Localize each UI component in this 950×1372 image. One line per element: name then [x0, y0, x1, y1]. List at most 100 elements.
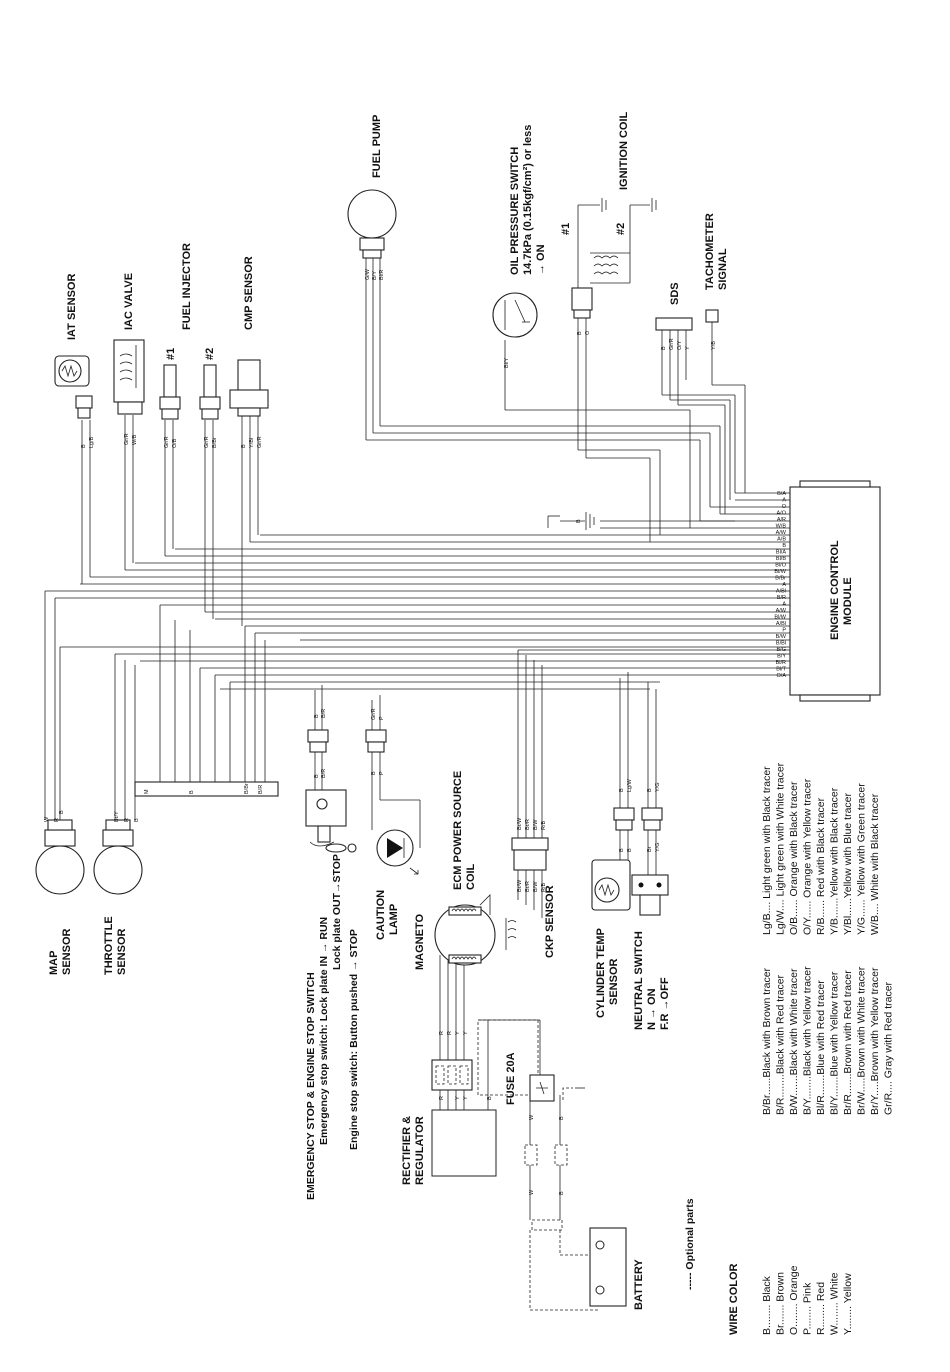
legend-tracer-item: W/B.... White with Black tracer: [869, 793, 881, 935]
coil-1-label: #1: [560, 223, 572, 235]
iat-sensor-label: IAT SENSOR: [66, 274, 78, 340]
svg-text:W: W: [44, 816, 50, 822]
legend-tracer-item: Bl/Y.......Blue with Yellow tracer: [829, 971, 841, 1115]
svg-text:W: W: [529, 1189, 535, 1195]
iac-valve-label: IAC VALVE: [123, 273, 135, 330]
svg-text:Y/Bl: Y/Bl: [249, 438, 255, 448]
svg-text:R: R: [54, 818, 60, 822]
legend-tracer-item: B/Br......Black with Brown tracer: [761, 967, 773, 1115]
ecm-label-1: ENGINE CONTROL: [829, 540, 841, 640]
stop-switch-label-4: Engine stop switch: Button pushed → STOP: [348, 929, 360, 1150]
svg-text:B: B: [577, 331, 583, 335]
ecm-pin-label: A/R: [777, 517, 786, 523]
legend-tracer-item: Lg/W.... Light green with White tracer: [775, 762, 787, 935]
caution-lamp-symbol: [365, 729, 419, 875]
svg-text:B: B: [487, 1096, 493, 1100]
svg-text:M: M: [144, 789, 150, 794]
ecm-coil-label-2: COIL: [465, 863, 477, 890]
stop-switch-label-2: Emergency stop switch: Lock plate IN → R…: [318, 917, 330, 1145]
caution-lamp-label-1: CAUTION: [375, 890, 387, 940]
svg-text:B: B: [81, 444, 87, 448]
svg-text:B: B: [559, 1191, 565, 1195]
ecm-pin-label: A: [782, 602, 786, 608]
injector-2-symbol: [199, 364, 221, 420]
svg-text:W/B: W/B: [132, 434, 138, 445]
svg-text:B: B: [647, 788, 653, 792]
neutral-switch-label-3: F.R →OFF: [659, 977, 671, 1030]
coil-2-label: #2: [615, 223, 627, 235]
ecm-pin-label: A/W: [776, 608, 787, 614]
fuse-symbol: [477, 1019, 585, 1166]
ecm-pin-label: O: [782, 504, 787, 510]
svg-text:B: B: [576, 519, 582, 523]
stop-switch-label-1: EMERGENCY STOP & ENGINE STOP SWITCH: [305, 972, 317, 1200]
injector-1-label: #1: [165, 348, 177, 360]
cylinder-temp-label-2: SENSOR: [608, 958, 620, 1005]
rectifier-symbol: [431, 1059, 497, 1177]
svg-text:Y/G: Y/G: [655, 783, 661, 792]
svg-text:P: P: [379, 716, 385, 720]
ckp-sensor-label: CKP SENSOR: [544, 885, 556, 958]
svg-text:Bl/R: Bl/R: [379, 270, 385, 280]
svg-text:Y: Y: [463, 1096, 469, 1100]
ecm-pin-label: Bl/R: [776, 660, 786, 666]
ecm-coil-connector: [511, 837, 549, 851]
rectifier-label-1: RECTIFIER &: [401, 1116, 413, 1185]
ecm-pin-label: B/W: [776, 634, 787, 640]
ecm-pin-label: B/Y: [777, 654, 786, 660]
battery-symbol: [529, 1219, 627, 1311]
svg-text:Y: Y: [685, 346, 691, 350]
ecm-pin-label: Bl/T: [776, 667, 786, 673]
svg-text:O: O: [585, 330, 591, 335]
ecm-pin-label: B: [782, 543, 786, 549]
oil-switch-label-2: 14.7kPa (0.15kgf/cm²) or less: [522, 125, 534, 275]
ecm-pin-label: Bl/A: [776, 550, 786, 556]
ecm-pin-label: O/A: [777, 673, 787, 679]
svg-text:Lg/B: Lg/B: [89, 436, 95, 448]
legend-basic-item: O........ Orange: [788, 1265, 800, 1335]
svg-text:Gr/R: Gr/R: [371, 708, 377, 720]
component-shapes: [35, 189, 881, 1311]
rectifier-label-2: REGULATOR: [414, 1116, 426, 1185]
tachometer-label-1: TACHOMETER: [704, 213, 716, 290]
magneto-label: MAGNETO: [414, 914, 426, 970]
throttle-sensor-label-2: SENSOR: [116, 928, 128, 975]
ecm-label-2: MODULE: [842, 577, 854, 625]
svg-text:B: B: [314, 714, 320, 718]
svg-text:Br: Br: [647, 846, 653, 852]
ecm-pin-label: Bl/W: [774, 615, 786, 621]
stop-switch-label-3: Lock plate OUT→STOP: [331, 854, 343, 970]
ecm-pin-label: P: [782, 628, 786, 634]
legend-tracer-item: Y/G...... Yellow with Green tracer: [856, 783, 868, 935]
ecm-pin-label: Bl/B: [776, 556, 786, 562]
svg-text:B: B: [59, 810, 65, 814]
svg-text:Gr/R: Gr/R: [124, 433, 130, 445]
legend-basic-item: R........ Red: [815, 1282, 827, 1335]
legend-tracer-item: B/W.......Black with White tracer: [788, 968, 800, 1115]
tach-connector-symbol: [705, 309, 719, 323]
legend-title: WIRE COLOR: [728, 1263, 740, 1335]
legend-basic-item: Y........ Yellow: [842, 1273, 854, 1335]
svg-text:B: B: [559, 1116, 565, 1120]
svg-text:B/W: B/W: [533, 819, 539, 830]
svg-text:Lg/W: Lg/W: [627, 778, 633, 792]
iac-valve-symbol: [113, 339, 145, 415]
fuel-injector-label: FUEL INJECTOR: [181, 243, 193, 330]
ecm-pin-label: B/G: [777, 647, 786, 653]
sds-label: SDS: [669, 282, 681, 305]
ecm-pin-label: A/Bl: [776, 589, 786, 595]
svg-text:B: B: [189, 790, 195, 794]
injector-2-label: #2: [204, 348, 216, 360]
svg-text:Y: Y: [455, 1031, 461, 1035]
svg-text:B: B: [619, 788, 625, 792]
svg-text:Br/W: Br/W: [517, 879, 523, 892]
svg-text:B/R: B/R: [321, 769, 327, 778]
svg-text:Y: Y: [463, 1031, 469, 1035]
legend-tracer-item: Br/Y.....Brown with Yellow tracer: [869, 967, 881, 1115]
map-sensor-symbol: [35, 819, 85, 895]
neutral-switch-label-1: NEUTRAL SWITCH: [633, 931, 645, 1030]
legend-tracer-item: B/R........Black with Red tracer: [775, 974, 787, 1115]
